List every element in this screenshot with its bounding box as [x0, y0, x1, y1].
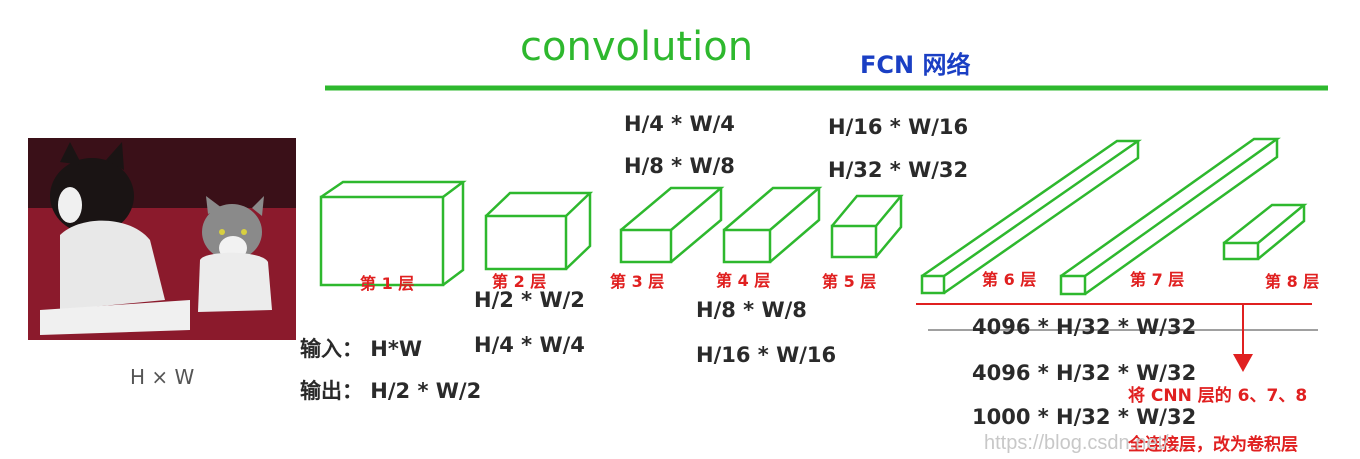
- layer-4-output-size: H/8 * W/8: [696, 298, 807, 322]
- image-caption: H × W: [130, 365, 194, 389]
- output-size-label: 输出： H/2 * W/2: [300, 375, 481, 405]
- diagram-subtitle: FCN 网络: [860, 45, 970, 80]
- dog-and-cat-photo: [28, 138, 296, 340]
- layer-label-4: 第 4 层: [716, 267, 770, 291]
- note-arrow-head: [1233, 354, 1253, 372]
- watermark: https://blog.csdn.net/...: [984, 432, 1185, 455]
- layer-2-block: [486, 193, 590, 269]
- layer-label-3: 第 3 层: [610, 268, 664, 292]
- layer-2-next-size: H/4 * W/4: [474, 333, 585, 357]
- layer-2-output-size: H/2 * W/2: [474, 288, 585, 312]
- layer-4-block: [724, 188, 819, 262]
- note-line-1: 将 CNN 层的 6、7、8: [1128, 381, 1307, 406]
- layer-5-block: [832, 196, 901, 257]
- layer-8-output-size: 1000 * H/32 * W/32: [972, 405, 1196, 429]
- input-size-label: 输入： H*W: [300, 333, 422, 363]
- layer-3-output-size: H/4 * W/4: [624, 112, 735, 136]
- layer-5-output-size: H/16 * W/16: [828, 115, 968, 139]
- layer-label-6: 第 6 层: [982, 266, 1036, 290]
- layer-8-block: [1224, 205, 1304, 259]
- layer-label-1: 第 1 层: [360, 270, 414, 294]
- layer-3-next-size: H/8 * W/8: [624, 154, 735, 178]
- layer-3-block: [621, 188, 721, 262]
- layer-label-7: 第 7 层: [1130, 266, 1184, 290]
- layer-4-next-size: H/16 * W/16: [696, 343, 836, 367]
- layer-label-5: 第 5 层: [822, 268, 876, 292]
- layer-5-next-size: H/32 * W/32: [828, 158, 968, 182]
- layer-label-8: 第 8 层: [1265, 268, 1319, 292]
- diagram-title: convolution: [520, 24, 753, 70]
- layer-6-output-size: 4096 * H/32 * W/32: [972, 315, 1196, 339]
